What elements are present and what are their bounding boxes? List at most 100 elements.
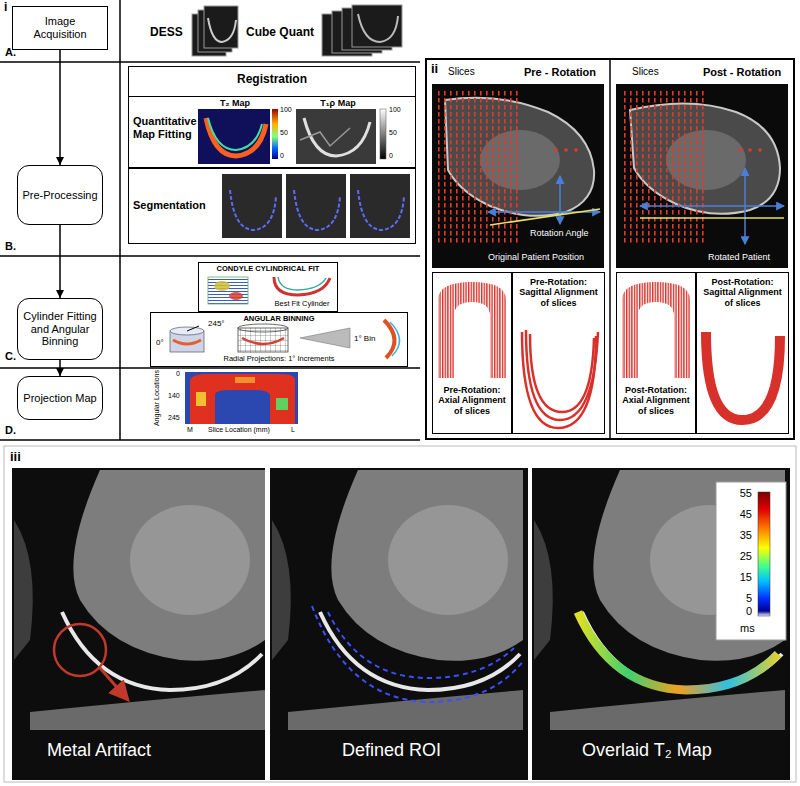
rotation-mri — [559, 176, 561, 224]
panel-dividers — [0, 255, 420, 257]
annotation-label: D. — [5, 424, 16, 437]
node-text: Radial Projections: 1° Increments — [191, 355, 367, 364]
annotation-label: Slices — [632, 66, 659, 78]
rotation-mri — [748, 148, 752, 152]
annotation-label: L — [291, 426, 295, 434]
rotation-mri — [758, 148, 762, 152]
step-row: Segmentation — [128, 168, 416, 244]
sub-panel: Pre - RotationPre-Rotation: Axial Alignm… — [427, 60, 610, 438]
node-text: Pre-Rotation: Axial Alignment of slices — [435, 385, 509, 416]
knee-mri-images — [758, 492, 770, 616]
slice-alignment-figure — [522, 332, 596, 428]
slice-alignment-figure — [706, 332, 780, 420]
knee-mri-images — [532, 468, 790, 780]
rotation-mri — [554, 148, 558, 152]
panel-dividers — [0, 61, 420, 63]
rotation-mri — [616, 84, 788, 268]
rotation-mri — [620, 90, 704, 245]
rotation-mri — [490, 209, 600, 225]
panel-dividers — [119, 0, 121, 440]
segmentation-thumbnails — [286, 174, 346, 238]
annotation-label: 0 — [389, 152, 393, 160]
cylinder-fit-figure — [274, 277, 330, 295]
segmentation-thumbnails — [222, 174, 410, 238]
annotation-label: DESS — [150, 26, 183, 40]
quantitative-maps — [208, 118, 262, 150]
segmentation-thumbnails — [358, 190, 404, 230]
annotation-label: Defined ROI — [340, 740, 443, 761]
mri-thumbnails — [358, 14, 398, 42]
quantitative-maps — [380, 109, 386, 159]
segmentation-thumbnails — [222, 174, 282, 238]
annotation-label: Slices — [448, 66, 475, 78]
angular-binning-figure — [173, 340, 201, 344]
annotation-label: Rotated Patient — [706, 252, 772, 262]
knee-mri-images — [12, 468, 265, 780]
projection-map-image — [276, 398, 288, 410]
annotation-label: A. — [5, 46, 16, 59]
knee-mri-images — [272, 470, 523, 730]
angular-binning-figure — [187, 326, 199, 331]
cylinder-fit-figure — [229, 292, 243, 300]
quantitative-maps — [300, 128, 350, 146]
segmentation-thumbnails — [230, 190, 276, 230]
annotation-label: Slice Location (mm) — [208, 426, 270, 434]
knee-mri-images — [716, 482, 786, 640]
projection-map-image — [235, 377, 255, 383]
angular-binning-figure — [300, 328, 350, 348]
figure-panel: iiPre - RotationPre-Rotation: Axial Alig… — [425, 58, 795, 440]
knee-mri-images — [54, 624, 106, 676]
slice-alignment-figure — [526, 330, 598, 420]
annotation-label: 0° — [156, 338, 164, 347]
annotation-label: 140 — [168, 392, 180, 400]
annotation-label: 35 — [740, 529, 752, 542]
annotation-label: B. — [5, 240, 16, 253]
rotation-mri — [640, 217, 784, 219]
process-box: Projection Map — [17, 376, 103, 420]
annotation-label: 25 — [740, 550, 752, 563]
node-text: T₂ Map — [197, 98, 273, 108]
inset-box: Pre-Rotation: Sagittal Alignment of slic… — [512, 272, 605, 434]
mri-thumbnails — [192, 5, 402, 56]
node-text: Post - Rotation — [694, 66, 790, 79]
node-text: Post-Rotation: Axial Alignment of slices — [619, 385, 693, 416]
knee-mri-images — [328, 612, 514, 678]
quantitative-maps — [198, 109, 386, 164]
node-text: Best Fit Cylinder — [269, 300, 335, 309]
annotation-label: Cube Quant — [246, 26, 314, 40]
flow-arrow — [59, 360, 61, 376]
quantitative-maps — [296, 109, 376, 164]
mri-thumbnails — [352, 5, 402, 47]
node-text: Cylinder Fitting and Angular Binning — [22, 310, 98, 348]
quantitative-maps — [206, 118, 266, 156]
process-box: Image Acquisition — [12, 6, 108, 50]
panel-dividers — [0, 367, 420, 369]
inset-box: Post-Rotation: Axial Alignment of slices — [616, 272, 696, 434]
annotation-label: 0 — [176, 370, 180, 378]
node-text: CONDYLE CYLINDRICAL FIT — [199, 265, 337, 274]
step-row: Quantitative Map FittingT₂ MapT₁ρ Map — [128, 96, 416, 168]
annotation-label: 1° Bin — [354, 334, 375, 343]
step-panel: CONDYLE CYLINDRICAL FIT Best Fit Cylinder — [198, 262, 338, 312]
flow-arrow — [59, 50, 61, 165]
node-text: Quantitative Map Fitting — [133, 115, 195, 140]
annotation-label: i — [4, 1, 7, 15]
panel-dividers — [0, 439, 420, 441]
projection-map-image — [185, 372, 298, 424]
node-text: Pre-Processing — [22, 189, 97, 202]
annotation-label: 50 — [389, 129, 397, 137]
angular-binning-figure — [170, 320, 400, 358]
quantitative-maps — [272, 109, 278, 159]
annotation-label: 0 — [280, 152, 284, 160]
annotation-label: 5 — [746, 592, 752, 605]
annotation-label: 100 — [280, 106, 292, 114]
node-text: Image Acquisition — [17, 15, 103, 40]
process-box: Cylinder Fitting and Angular Binning — [17, 298, 103, 360]
knee-mri-images — [312, 606, 524, 702]
inset-box: Pre-Rotation: Axial Alignment of slices — [432, 272, 512, 434]
annotation-label: Original Patient Position — [486, 252, 586, 262]
slice-alignment-figure — [530, 334, 594, 412]
rotation-mri — [744, 168, 746, 244]
annotation-label: 245 — [168, 414, 180, 422]
